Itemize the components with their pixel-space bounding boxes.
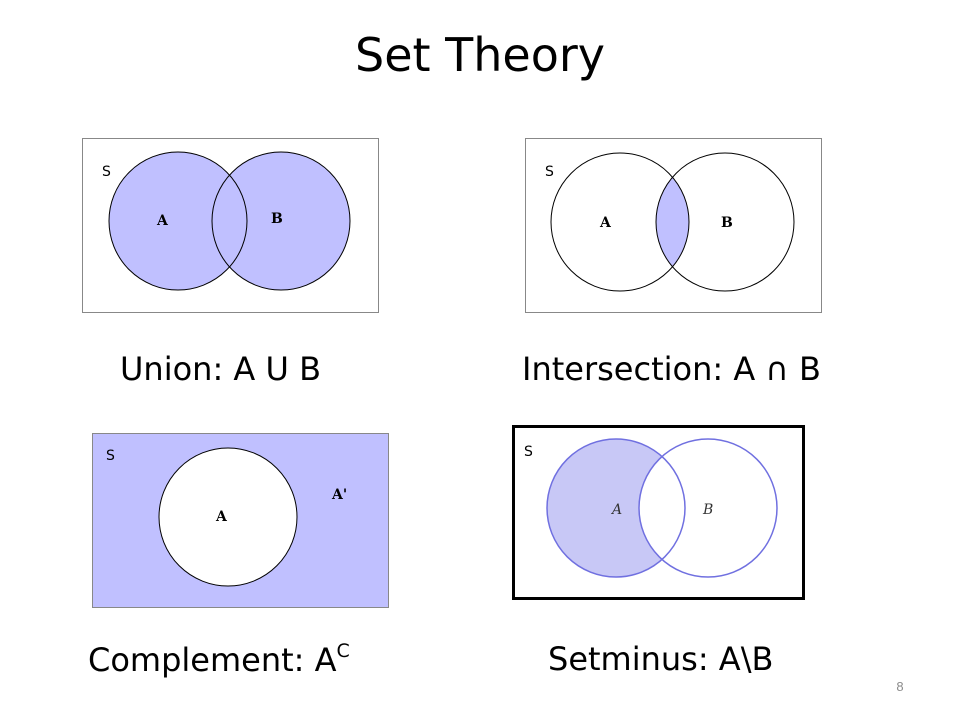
union-diagram: S A B xyxy=(82,138,380,314)
complement-diagram: S A A' xyxy=(92,433,390,609)
set-a-label: A xyxy=(610,502,622,518)
universe-label: S xyxy=(545,164,554,180)
set-b-circle xyxy=(638,438,778,578)
complement-caption-superscript: C xyxy=(336,640,350,662)
setminus-caption: Setminus: A\B xyxy=(548,640,774,678)
set-a-circle xyxy=(109,152,247,290)
universe-label: S xyxy=(524,444,533,460)
set-a-circle xyxy=(550,152,690,292)
set-a-label: A xyxy=(215,509,228,525)
intersection-diagram: S A B xyxy=(525,138,823,314)
set-b-circle xyxy=(655,152,795,292)
set-b-label: B xyxy=(702,502,713,518)
complement-caption: Complement: AC xyxy=(88,640,350,679)
set-a-label: A xyxy=(599,215,612,231)
complement-label: A' xyxy=(331,487,347,503)
set-b-label: B xyxy=(271,211,283,227)
slide-number: 8 xyxy=(896,679,904,694)
set-b-circle xyxy=(212,152,350,290)
complement-caption-main: Complement: A xyxy=(88,641,337,679)
setminus-diagram: S A B xyxy=(512,425,806,601)
universe-label: S xyxy=(102,164,111,180)
set-a-label: A xyxy=(156,213,169,229)
slide-title: Set Theory xyxy=(355,28,605,82)
set-b-label: B xyxy=(721,215,733,231)
union-caption: Union: A U B xyxy=(120,350,322,388)
set-a-circle xyxy=(158,447,298,587)
universe-label: S xyxy=(106,448,115,464)
set-a-circle xyxy=(546,438,686,578)
setminus-region xyxy=(547,439,685,577)
intersection-caption: Intersection: A ∩ B xyxy=(522,350,821,388)
